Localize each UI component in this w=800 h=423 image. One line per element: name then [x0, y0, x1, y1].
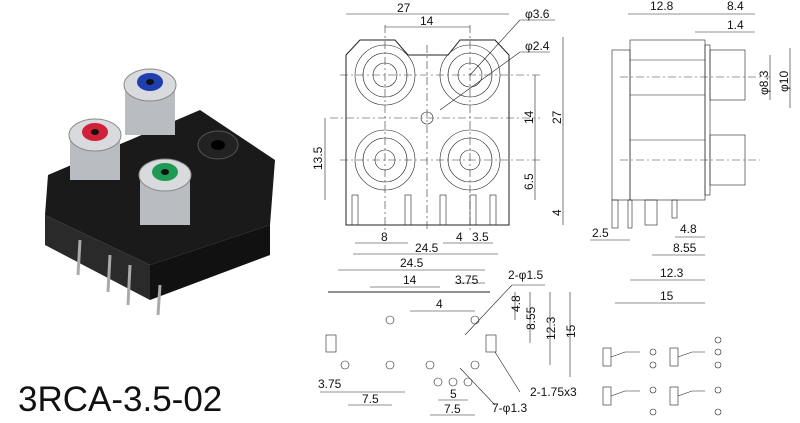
dim-12-3: 12.3 — [660, 266, 684, 280]
dim-2-5: 2.5 — [592, 226, 609, 240]
dim-height-27: 27 — [550, 110, 564, 124]
model-name: 3RCA-3.5-02 — [18, 380, 223, 419]
dim-12-3: 12.3 — [544, 316, 558, 340]
dim-4-8: 4.8 — [680, 222, 697, 236]
dim-4: 4 — [436, 297, 443, 311]
dim-8-4: 8.4 — [727, 0, 744, 13]
dim-15: 15 — [660, 289, 674, 303]
dim-7-5a: 7.5 — [362, 392, 379, 406]
dim-13-5: 13.5 — [311, 146, 325, 170]
dim-5: 5 — [450, 387, 457, 401]
dim-pitch-14: 14 — [420, 14, 434, 28]
dim-3-75: 3.75 — [455, 273, 479, 287]
dim-8-55: 8.55 — [524, 306, 538, 330]
label-2-holes: 2-φ1.5 — [508, 268, 543, 282]
dim-15: 15 — [564, 324, 578, 338]
dim-8-55: 8.55 — [673, 241, 697, 255]
product-photo — [45, 68, 275, 316]
dim-12-8: 12.8 — [650, 0, 674, 13]
dim-dia-8-3: φ8.3 — [757, 70, 771, 95]
dim-pin-3-5: 3.5 — [472, 230, 489, 244]
dim-width-27: 27 — [397, 1, 411, 15]
label-slots: 2-1.75x3 — [530, 385, 577, 399]
bottom-view: 24.5 14 3.75 2-φ1.5 4 4.8 8.55 12.3 15 2… — [318, 256, 578, 416]
label-7-holes: 7-φ1.3 — [492, 401, 527, 415]
dim-dia-2-4: φ2.4 — [525, 39, 550, 53]
dim-7-5b: 7.5 — [444, 402, 461, 416]
side-view: 12.8 8.4 1.4 φ8.3 φ10 2.5 4.8 8.55 12.3 … — [590, 0, 791, 304]
schematic — [602, 336, 722, 416]
dim-dia-10: φ10 — [777, 71, 791, 92]
dim-6-5: 6.5 — [522, 173, 536, 190]
dim-4: 4 — [550, 209, 564, 216]
dim-dia-3-6: φ3.6 — [525, 7, 550, 21]
dim-14: 14 — [403, 273, 417, 287]
dim-24-5: 24.5 — [400, 256, 424, 270]
dim-left-3-75: 3.75 — [318, 377, 342, 391]
dim-pin-8: 8 — [381, 230, 388, 244]
dim-vpitch-14: 14 — [522, 110, 536, 124]
dim-1-4: 1.4 — [727, 18, 744, 32]
front-view: 27 14 φ3.6 φ2.4 14 27 13.5 6.5 4 8 4 3.5… — [311, 1, 564, 255]
dim-pin-4: 4 — [456, 230, 463, 244]
dim-4-8: 4.8 — [509, 295, 523, 312]
dim-pins-24-5: 24.5 — [415, 241, 439, 255]
